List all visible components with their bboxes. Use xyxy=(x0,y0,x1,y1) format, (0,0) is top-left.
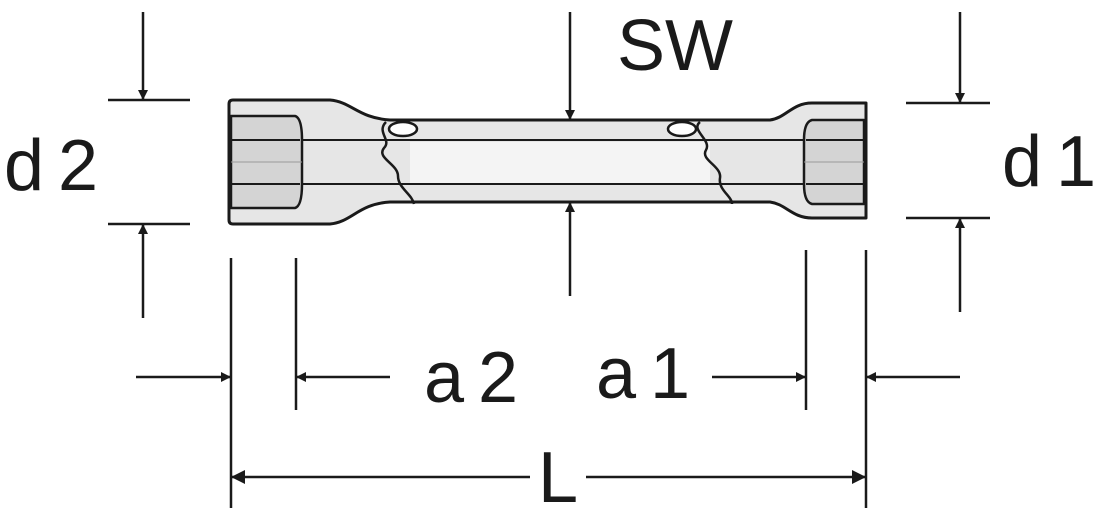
shaft-highlight xyxy=(410,142,710,184)
label-d2: d2 xyxy=(4,126,112,206)
cross-hole-left xyxy=(387,120,419,138)
label-sw: SW xyxy=(617,6,733,86)
label-d1: d1 xyxy=(1002,122,1108,202)
cross-hole-right xyxy=(666,120,698,138)
label-a2: a2 xyxy=(424,338,532,418)
tube-wrench-body xyxy=(227,98,868,226)
label-L: L xyxy=(538,438,578,516)
break-line-right xyxy=(696,121,734,205)
break-line-left xyxy=(381,121,416,205)
label-a1: a1 xyxy=(596,334,704,414)
dimension-lines xyxy=(108,12,990,508)
